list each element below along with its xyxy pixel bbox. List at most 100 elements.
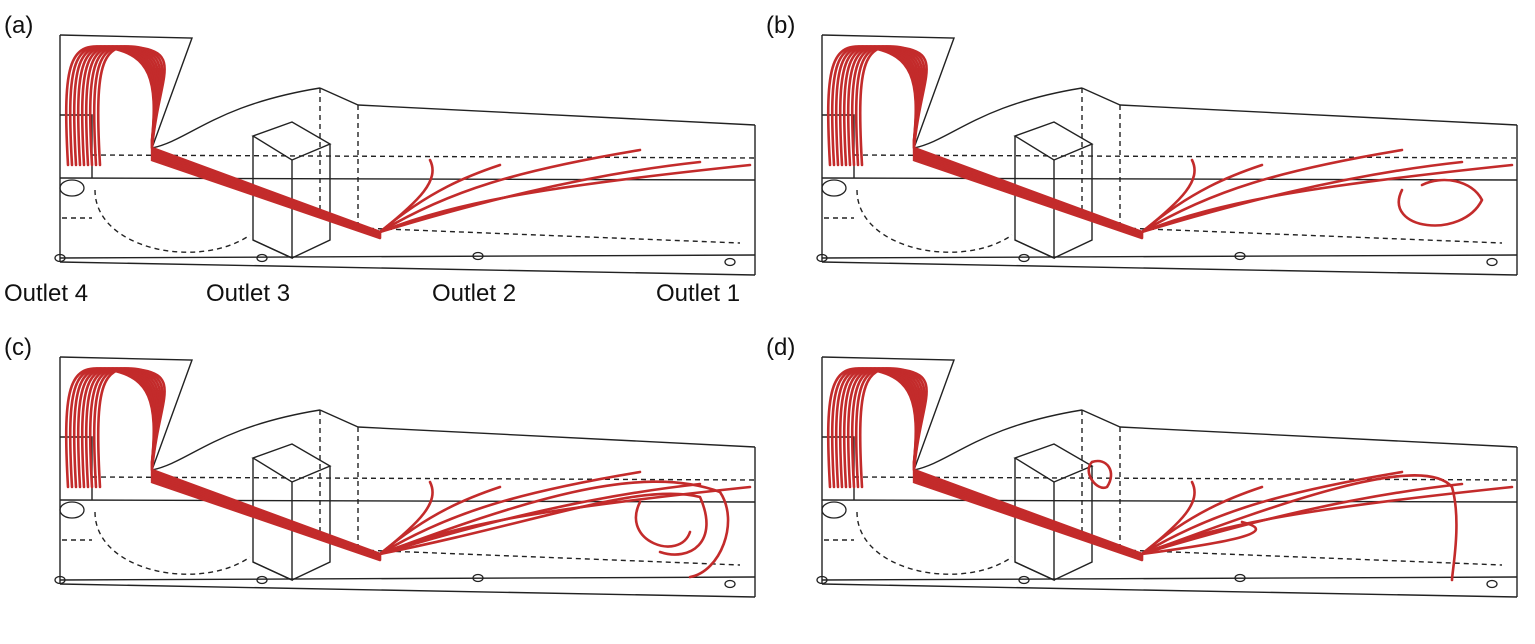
tundish-edge <box>913 409 1083 471</box>
outlet-hole <box>59 501 85 519</box>
outlet-hole <box>1234 573 1246 583</box>
streamline <box>150 158 382 240</box>
streamline <box>1140 474 1458 582</box>
hidden-edge <box>91 154 756 159</box>
stopper-rod-box <box>1014 561 1055 581</box>
tundish-edge <box>59 254 756 259</box>
hidden-edge <box>91 476 756 481</box>
tundish-edge <box>357 426 756 448</box>
streamline <box>1140 160 1464 234</box>
tundish-edge <box>151 409 321 471</box>
tundish-edge <box>1081 409 1121 428</box>
stopper-rod-box <box>251 121 332 161</box>
streamlines <box>826 45 1514 240</box>
tundish-edge <box>1119 426 1518 448</box>
tundish-edge <box>319 87 359 106</box>
streamline <box>912 480 1144 562</box>
hidden-edge <box>359 549 741 566</box>
streamlines <box>64 45 752 240</box>
tundish-edge <box>59 576 756 581</box>
outlet-hole <box>1234 251 1246 261</box>
streamline <box>378 480 434 556</box>
outlet-hole <box>1018 253 1030 263</box>
tundish-edge <box>821 499 1518 503</box>
tundish-geometry-b <box>816 34 1518 276</box>
outlet-hole <box>472 251 484 261</box>
outlet-hole <box>54 253 66 263</box>
tundish-edge <box>319 409 359 428</box>
hidden-edge <box>856 189 1013 253</box>
stopper-rod-box <box>1014 239 1055 259</box>
streamline <box>378 158 434 234</box>
tundish-edge <box>821 34 955 149</box>
tundish-edge <box>59 177 756 181</box>
streamline <box>1140 480 1196 556</box>
tundish-edge <box>821 356 955 471</box>
outlet-hole <box>472 573 484 583</box>
stopper-rod-box <box>1013 443 1094 483</box>
hidden-edge <box>1121 227 1503 244</box>
stopper-rod-box <box>291 144 331 259</box>
panel-c: (c) <box>0 322 760 642</box>
hidden-edge <box>856 511 1013 575</box>
outlet-hole <box>816 253 828 263</box>
tundish-edge <box>913 87 1083 149</box>
streamline <box>378 470 642 556</box>
stopper-rod-box <box>291 466 331 581</box>
hidden-edge <box>94 189 251 253</box>
streamline <box>1087 459 1113 490</box>
streamline <box>96 367 166 489</box>
tundish-edge <box>1081 87 1121 106</box>
tundish-edge <box>821 583 1518 598</box>
panel-label-c: (c) <box>4 334 32 361</box>
outlet-hole <box>54 575 66 585</box>
outlet-1-label: Outlet 1 <box>656 280 741 307</box>
stopper-rod-box <box>252 561 293 581</box>
tundish-edge <box>59 583 756 598</box>
stopper-rod-box <box>251 443 332 483</box>
tundish-edge <box>59 356 193 471</box>
tundish-edge <box>821 254 1518 259</box>
tundish-edge <box>821 177 1518 181</box>
streamline <box>150 480 382 562</box>
stopper-rod-box <box>1053 466 1093 581</box>
stopper-rod-box <box>1053 144 1093 259</box>
outlet-hole <box>1486 257 1498 267</box>
streamlines <box>64 367 752 579</box>
tundish-edge <box>59 34 193 149</box>
stopper-rod-box <box>1013 121 1094 161</box>
tundish-edge <box>1119 104 1518 126</box>
streamline <box>1140 148 1404 234</box>
outlet-hole <box>724 579 736 589</box>
outlet-4-label: Outlet 4 <box>4 280 89 307</box>
tundish-geometry-c <box>54 356 756 598</box>
tundish-outline <box>816 34 1518 276</box>
tundish-edge <box>151 87 321 149</box>
tundish-outline <box>816 356 1518 598</box>
outlet-hole <box>724 257 736 267</box>
streamline <box>378 148 642 234</box>
outlet-2-label: Outlet 2 <box>432 280 517 307</box>
streamline <box>858 367 928 489</box>
panel-a: (a) Outlet 4 Outlet 3 Outlet 2 Outlet 1 <box>0 0 760 320</box>
streamline <box>1140 482 1464 556</box>
tundish-edge <box>821 261 1518 276</box>
streamline <box>378 482 702 556</box>
tundish-geometry-d <box>816 356 1518 598</box>
outlet-hole <box>816 575 828 585</box>
tundish-edge <box>59 499 756 503</box>
stopper-rod-box <box>252 239 293 259</box>
hidden-edge <box>94 511 251 575</box>
outlet-hole <box>256 253 268 263</box>
outlet-hole <box>256 575 268 585</box>
streamlines <box>826 367 1514 582</box>
streamline <box>912 158 1144 240</box>
tundish-geometry-a <box>54 34 756 276</box>
outlet-hole <box>1486 579 1498 589</box>
outlet-hole <box>59 179 85 197</box>
hidden-edge <box>359 227 741 244</box>
streamline <box>1140 158 1196 234</box>
panel-label-d: (d) <box>766 334 796 361</box>
outlet-hole <box>1018 575 1030 585</box>
panel-b: (b) <box>762 0 1522 320</box>
